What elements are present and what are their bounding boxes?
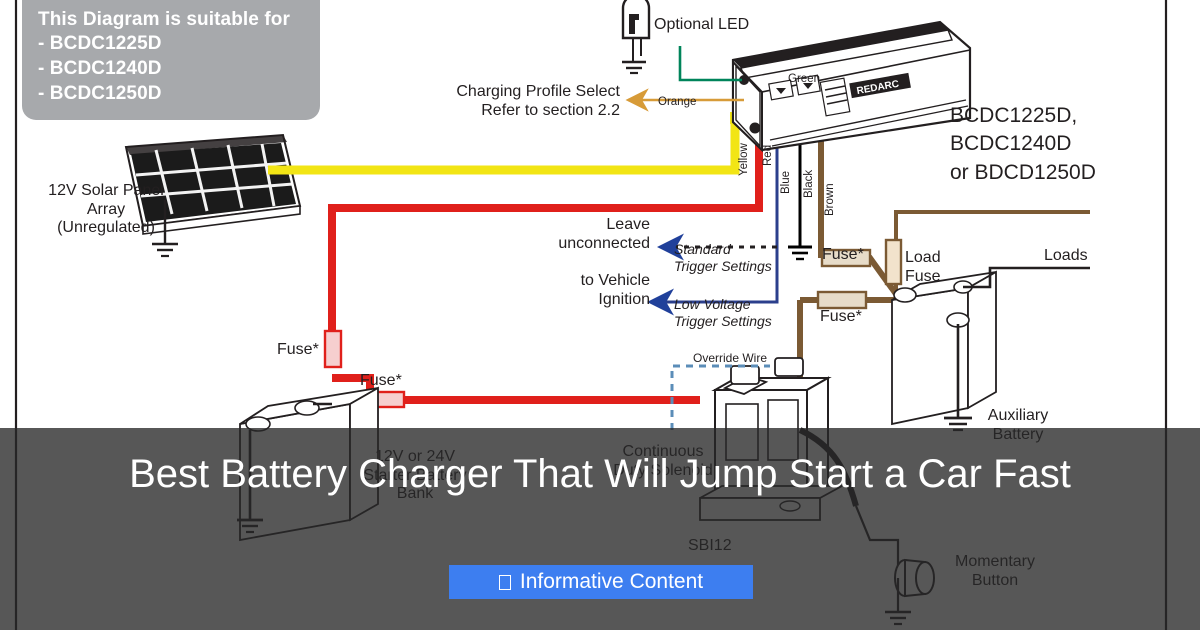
solar-panel-graphic — [124, 133, 302, 258]
charger-unit-graphic: REDARC — [731, 20, 972, 153]
suitable-for-info-box: This Diagram is suitable for - BCDC1225D… — [22, 0, 320, 120]
info-box-item-2: - BCDC1240D — [38, 58, 162, 79]
label-fuse-2: Fuse* — [360, 372, 402, 389]
info-box-item-3: - BCDC1250D — [38, 82, 162, 104]
led-graphic — [621, 0, 651, 75]
wire-label-blue: Blue — [780, 170, 792, 194]
wire-green — [678, 46, 742, 82]
fuse-brown-1 — [820, 248, 872, 268]
wire-label-brown: Brown — [824, 183, 836, 216]
wire-blue — [647, 118, 779, 316]
label-charging-profile: Charging Profile Select Refer to section… — [456, 83, 620, 119]
label-fuse-4: Fuse* — [820, 308, 862, 325]
page-title: Best Battery Charger That Will Jump Star… — [129, 452, 1071, 496]
label-fuse-1: Fuse* — [277, 341, 319, 358]
label-to-vehicle-ignition: to Vehicle Ignition — [580, 272, 650, 308]
info-box-item-1: - BCDC1225D — [38, 33, 162, 55]
fuse-red-vertical — [323, 329, 343, 369]
label-override-wire: Override Wire — [693, 351, 768, 365]
auxiliary-battery-graphic — [891, 266, 1090, 432]
wire-label-black: Black — [803, 169, 815, 198]
info-box-heading: This Diagram is suitable for — [38, 9, 290, 30]
wire-yellow — [268, 122, 740, 175]
status-badge: Informative Content — [449, 565, 753, 599]
wire-label-orange: Orange — [658, 96, 697, 108]
label-fuse-3: Fuse* — [822, 246, 864, 263]
load-fuse-graphic — [884, 238, 903, 286]
label-load-fuse: Load Fuse — [905, 249, 941, 285]
label-low-voltage-trigger: Low Voltage Trigger Settings — [674, 296, 772, 329]
wire-label-yellow: Yellow — [738, 143, 750, 176]
fuse-brown-2 — [816, 290, 868, 310]
label-optional-led: Optional LED — [654, 16, 750, 33]
label-solar-panel: 12V Solar Panel Array (Unregulated) — [48, 182, 164, 237]
wire-red-main — [328, 118, 763, 340]
label-device-models: BCDC1225D, BCDC1240D or BDCD1250D — [950, 104, 1096, 184]
wire-label-green: Green — [788, 73, 820, 85]
label-standard-trigger: Standard Trigger Settings — [674, 241, 772, 274]
missing-glyph-icon — [498, 574, 511, 590]
status-badge-label: Informative Content — [519, 570, 704, 593]
label-leave-unconnected: Leave unconnected — [558, 216, 650, 252]
label-loads: Loads — [1044, 247, 1088, 264]
wire-label-red: Red — [762, 144, 774, 166]
